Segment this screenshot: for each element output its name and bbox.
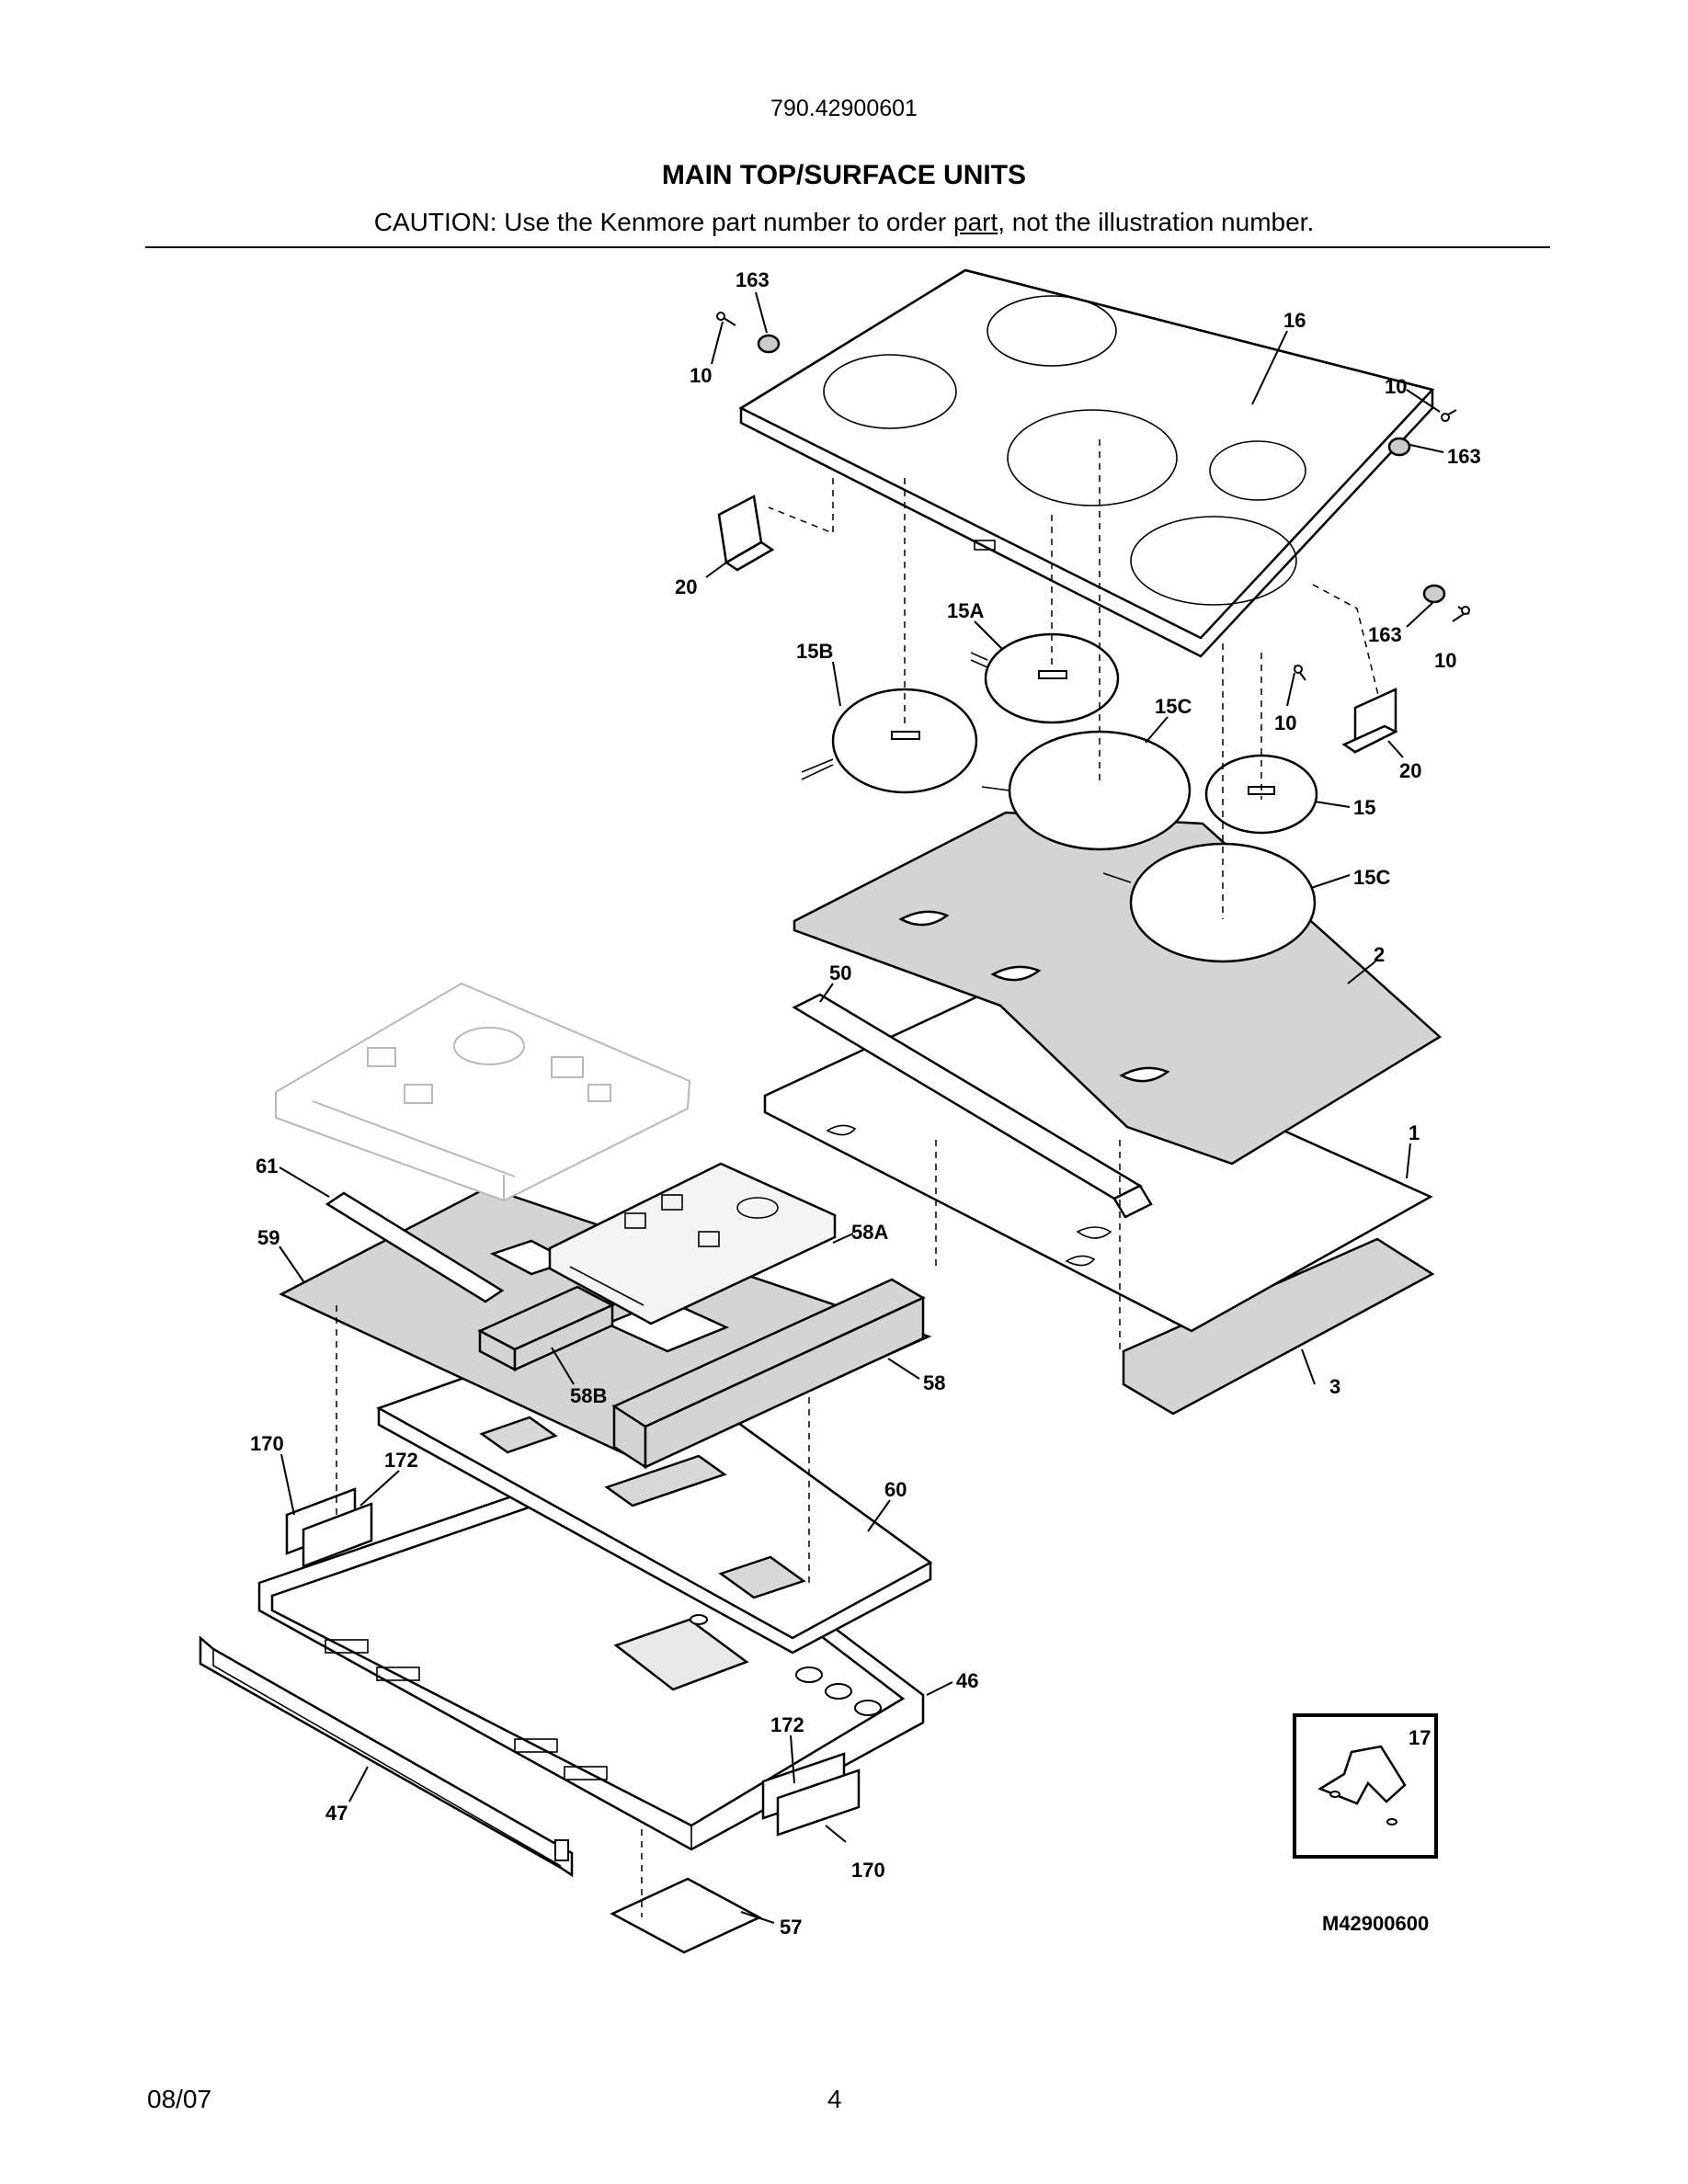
- callout-15b: 15B: [796, 640, 833, 663]
- callout-50: 50: [829, 961, 851, 984]
- callout-170-left: 170: [250, 1432, 284, 1455]
- callout-15a: 15A: [947, 599, 984, 622]
- part-3-gray-sheet: [1122, 1237, 1435, 1416]
- callout-10-top-right: 10: [1385, 375, 1407, 398]
- model-number: 790.42900601: [770, 96, 918, 121]
- caution-text: CAUTION: Use the Kenmore part number to …: [373, 208, 953, 236]
- callout-10-mid: 10: [1274, 711, 1296, 734]
- callout-1: 1: [1409, 1121, 1420, 1144]
- caution-part-word: part: [953, 208, 998, 236]
- callout-15: 15: [1353, 796, 1375, 819]
- callout-10-lower-right: 10: [1434, 649, 1456, 672]
- fasteners: [716, 312, 1470, 681]
- callout-20-right: 20: [1399, 759, 1421, 782]
- element-15c-lower: [1102, 842, 1317, 963]
- callout-20-left: 20: [675, 575, 697, 598]
- part-60-tray: [375, 1325, 933, 1655]
- callout-16: 16: [1283, 309, 1306, 332]
- callout-46: 46: [956, 1669, 978, 1692]
- part-16-glass-top: [738, 268, 1435, 658]
- part-20-bracket-right: [1341, 688, 1398, 755]
- part-58b-block: [477, 1285, 615, 1372]
- callout-59: 59: [257, 1226, 279, 1249]
- callout-58b: 58B: [570, 1384, 607, 1407]
- callout-10-top-left: 10: [690, 364, 712, 387]
- callout-57: 57: [780, 1916, 802, 1939]
- callout-15c-lower: 15C: [1353, 866, 1390, 889]
- footer-date: 08/07: [147, 2085, 212, 2113]
- caution-text-end: , not the illustration number.: [998, 208, 1315, 236]
- callout-47: 47: [325, 1802, 348, 1825]
- part-58a-control-board: [548, 1162, 837, 1325]
- part-50-bar: [792, 993, 1153, 1219]
- callout-60: 60: [884, 1478, 907, 1501]
- control-board-ghost: [275, 982, 691, 1202]
- callout-170-right: 170: [851, 1859, 885, 1882]
- page-number: 4: [827, 2085, 842, 2113]
- callout-172-left: 172: [384, 1449, 418, 1472]
- part-58-block: [611, 1278, 926, 1470]
- part-170-bracket-right: [761, 1752, 861, 1837]
- part-17-inset: [1293, 1713, 1438, 1859]
- header-rule: [145, 246, 1550, 248]
- callout-17: 17: [1409, 1726, 1431, 1749]
- diagram-id: M42900600: [1322, 1912, 1429, 1935]
- callout-172-right: 172: [770, 1713, 804, 1736]
- caution-note: CAUTION: Use the Kenmore part number to …: [0, 208, 1688, 237]
- part-170-bracket-left: [285, 1487, 373, 1568]
- part-47-front-trim: [199, 1635, 574, 1878]
- callout-163-right: 163: [1447, 445, 1481, 468]
- callout-61: 61: [256, 1155, 278, 1177]
- part-61-strip: [325, 1191, 505, 1303]
- alignment-lines: [336, 439, 1380, 1917]
- part-57-bottom-plate: [610, 1877, 762, 1954]
- element-15a: [970, 632, 1120, 724]
- page-title: MAIN TOP/SURFACE UNITS: [661, 160, 1027, 190]
- callout-3: 3: [1329, 1375, 1340, 1398]
- callout-15c-upper: 15C: [1155, 695, 1192, 718]
- callout-163-top: 163: [736, 268, 770, 291]
- callout-58: 58: [923, 1371, 945, 1394]
- callout-2: 2: [1374, 943, 1385, 966]
- callout-163-lower: 163: [1368, 623, 1402, 646]
- callout-58a: 58A: [851, 1221, 888, 1244]
- part-20-bracket-left: [717, 495, 775, 572]
- leader-lines: [279, 291, 1465, 1924]
- element-15b: [801, 688, 978, 794]
